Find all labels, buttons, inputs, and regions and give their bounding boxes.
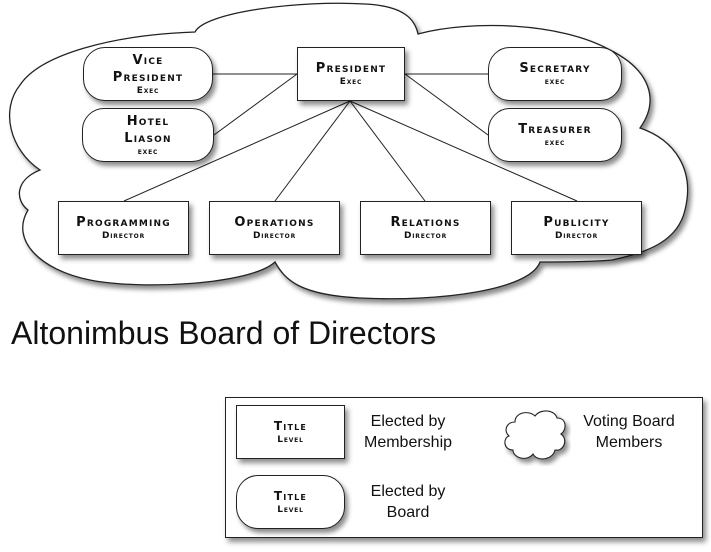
node-title-line2: President [112, 69, 184, 85]
legend-rect-label: Elected by Membership [358, 411, 458, 453]
legend-sample-level: Level [277, 435, 304, 445]
legend-cloud-label-line2: Members [595, 434, 663, 451]
node-title: President [315, 61, 387, 76]
page-title: Altonimbus Board of Directors [11, 315, 437, 351]
legend-pill-sample: Title Level [236, 475, 345, 529]
node-programming[interactable]: Programming Director [58, 201, 189, 255]
connector-president-programming [123, 100, 351, 202]
node-level: Director [101, 231, 146, 241]
node-level: Exec [339, 77, 363, 87]
node-level: Exec [136, 85, 160, 96]
node-president[interactable]: President Exec [297, 47, 405, 101]
legend-pill-label: Elected by Board [358, 481, 458, 523]
legend-cloud-label-line1: Voting Board [583, 413, 675, 430]
legend-cloud-label: Voting Board Members [571, 411, 687, 453]
legend-sample-title: Title [273, 419, 308, 433]
connector-president-treasurer [404, 73, 489, 136]
node-level: exec [544, 77, 566, 87]
node-operations[interactable]: Operations Director [209, 201, 340, 255]
node-title: Treasurer [518, 122, 592, 137]
node-title-line1: Vice [132, 52, 164, 68]
node-title-line2: Liason [124, 130, 172, 146]
legend-rect-label-line2: Membership [363, 434, 453, 451]
node-secretary[interactable]: Secretary exec [488, 47, 622, 101]
node-level: exec [137, 146, 159, 157]
node-publicity[interactable]: Publicity Director [511, 201, 642, 255]
legend-rect-sample: Title Level [236, 405, 345, 459]
node-vice-president[interactable]: Vice President Exec [83, 47, 213, 101]
legend-rect-label-line1: Elected by [370, 413, 446, 430]
legend-pill-label-line1: Elected by [370, 483, 446, 500]
node-title: Secretary [519, 61, 591, 76]
node-title: Programming [76, 215, 171, 230]
legend-pill-label-line2: Board [386, 504, 430, 521]
legend-cloud-icon [504, 410, 566, 460]
connector-president-publicity [349, 100, 578, 202]
node-title: Relations [390, 215, 461, 230]
node-title: Operations [234, 215, 315, 230]
legend: Title Level Elected by Membership Title … [225, 397, 703, 538]
legend-sample-title: Title [273, 489, 308, 503]
node-title-line1: Hotel [126, 113, 170, 129]
legend-sample-level: Level [277, 505, 304, 515]
node-treasurer[interactable]: Treasurer exec [488, 108, 622, 162]
node-hotel-liason[interactable]: Hotel Liason exec [82, 108, 214, 162]
node-level: exec [544, 138, 566, 148]
node-relations[interactable]: Relations Director [360, 201, 491, 255]
connector-president-relations [349, 100, 426, 202]
node-title: Publicity [543, 215, 610, 230]
node-level: Director [554, 231, 599, 241]
node-level: Director [403, 231, 448, 241]
node-level: Director [252, 231, 297, 241]
connector-president-operations [274, 100, 351, 202]
connector-president-hotel_liason [213, 73, 298, 136]
